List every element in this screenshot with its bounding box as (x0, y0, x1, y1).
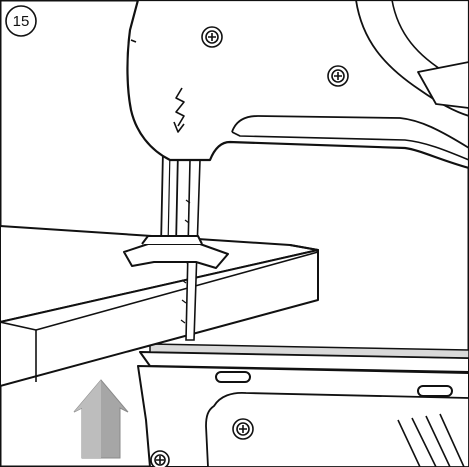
arrow-up-icon (73, 379, 129, 459)
workpiece-board (0, 225, 319, 387)
tool-base (137, 343, 469, 467)
tool-handle-housing (126, 0, 469, 170)
phillips-screw-icon (232, 418, 254, 440)
phillips-screw-icon (327, 65, 349, 87)
phillips-screw-icon (201, 26, 223, 48)
zigzag-arrow-down-icon (173, 87, 185, 133)
plunger-rod (160, 149, 179, 247)
step-number: 15 (13, 13, 30, 30)
phillips-screw-icon (150, 450, 170, 467)
step-badge: 15 (5, 5, 37, 37)
blade-guide (123, 235, 229, 269)
